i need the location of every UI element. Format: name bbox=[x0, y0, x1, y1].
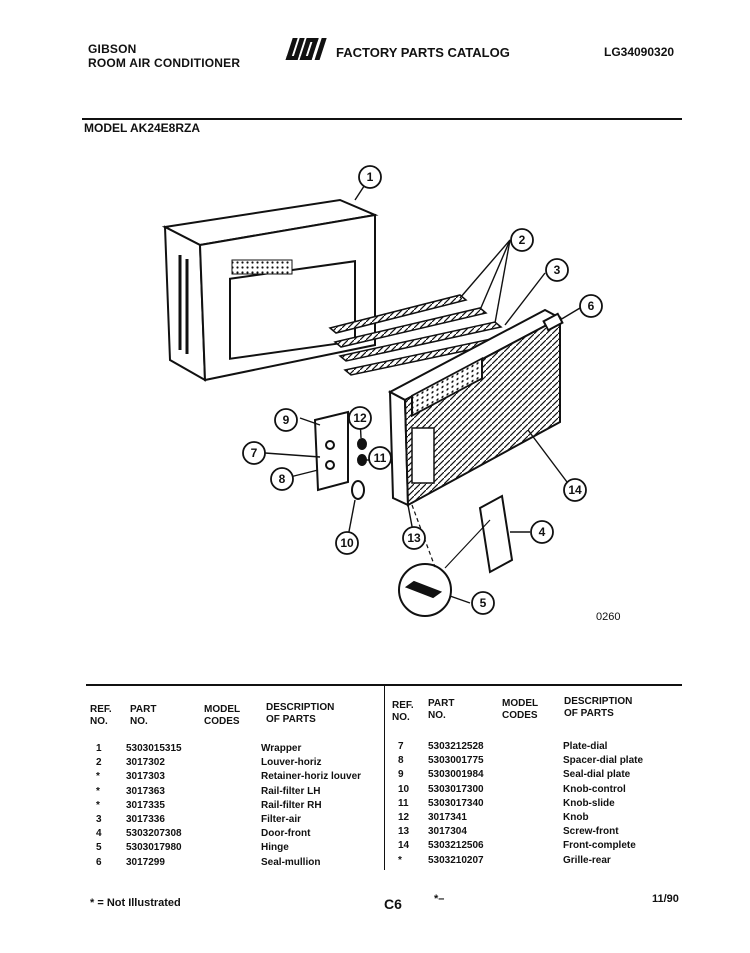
product-type: ROOM AIR CONDITIONER bbox=[88, 56, 241, 70]
leader-lines bbox=[264, 176, 581, 604]
column-divider bbox=[384, 686, 385, 870]
wrapper-cabinet bbox=[161, 198, 379, 382]
header-desc-right: DESCRIPTION OF PARTS bbox=[564, 696, 633, 719]
callout-2 bbox=[510, 228, 534, 252]
air-filter-door bbox=[478, 494, 514, 574]
callout-14 bbox=[563, 478, 587, 502]
callout-1 bbox=[358, 165, 382, 189]
figure-code: 0260 bbox=[596, 611, 621, 623]
callout-label-9: 9 bbox=[283, 413, 290, 427]
callout-label-4: 4 bbox=[539, 525, 546, 539]
callout-11 bbox=[368, 446, 392, 470]
header-part-right: PART NO. bbox=[428, 698, 455, 721]
exploded-parts-diagram: 1 2 3 4 5 6 7 8 9 10 11 12 13 14 bbox=[161, 165, 603, 617]
callout-8 bbox=[270, 467, 294, 491]
header-desc-left: DESCRIPTION OF PARTS bbox=[266, 702, 335, 725]
mullion-seal bbox=[542, 312, 564, 332]
callout-label-13: 13 bbox=[407, 531, 421, 545]
header-rule bbox=[82, 118, 682, 120]
callout-label-7: 7 bbox=[251, 446, 258, 460]
header-ref-right: REF. NO. bbox=[392, 700, 414, 723]
knobs bbox=[351, 438, 367, 500]
not-illustrated-note: * = Not Illustrated bbox=[90, 897, 181, 909]
footer-mark: *– bbox=[434, 893, 445, 905]
catalog-title: FACTORY PARTS CATALOG bbox=[336, 45, 510, 60]
callout-label-6: 6 bbox=[588, 299, 595, 313]
brand-block: GIBSON ROOM AIR CONDITIONER bbox=[88, 42, 240, 70]
callout-label-12: 12 bbox=[353, 411, 367, 425]
callout-label-5: 5 bbox=[480, 596, 487, 610]
hinge-detail bbox=[398, 504, 491, 617]
callout-4 bbox=[530, 520, 554, 544]
catalog-code: LG34090320 bbox=[604, 45, 675, 59]
callout-label-3: 3 bbox=[554, 263, 561, 277]
callout-label-1: 1 bbox=[367, 170, 374, 184]
callout-bubbles bbox=[242, 165, 603, 615]
dial-plate bbox=[313, 410, 349, 492]
callout-label-11: 11 bbox=[374, 451, 387, 465]
callout-label-14: 14 bbox=[568, 483, 582, 497]
callout-7 bbox=[242, 441, 266, 465]
callout-12 bbox=[348, 406, 372, 430]
header-ref-left: REF. NO. bbox=[90, 704, 112, 727]
callout-5 bbox=[471, 591, 495, 615]
model-number: MODEL AK24E8RZA bbox=[84, 121, 201, 135]
callout-label-8: 8 bbox=[279, 472, 286, 486]
revision-date: 11/90 bbox=[652, 893, 679, 905]
callout-label-10: 10 bbox=[340, 536, 354, 550]
parts-table: REF. NO. PART NO. MODEL CODES DESCRIPTIO… bbox=[86, 684, 682, 870]
front-grille bbox=[387, 308, 563, 507]
callout-6 bbox=[579, 294, 603, 318]
callout-10 bbox=[335, 531, 359, 555]
callout-9 bbox=[274, 408, 298, 432]
horizontal-louvers bbox=[328, 294, 513, 376]
callout-13 bbox=[402, 526, 426, 550]
callout-3 bbox=[545, 258, 569, 282]
brand-name: GIBSON bbox=[88, 42, 137, 56]
page-number: C6 bbox=[384, 896, 402, 912]
header-model-right: MODEL CODES bbox=[502, 698, 539, 721]
callout-label-2: 2 bbox=[519, 233, 526, 247]
header-model-left: MODEL CODES bbox=[204, 704, 241, 727]
header-part-left: PART NO. bbox=[130, 704, 157, 727]
wci-logo bbox=[285, 38, 327, 60]
